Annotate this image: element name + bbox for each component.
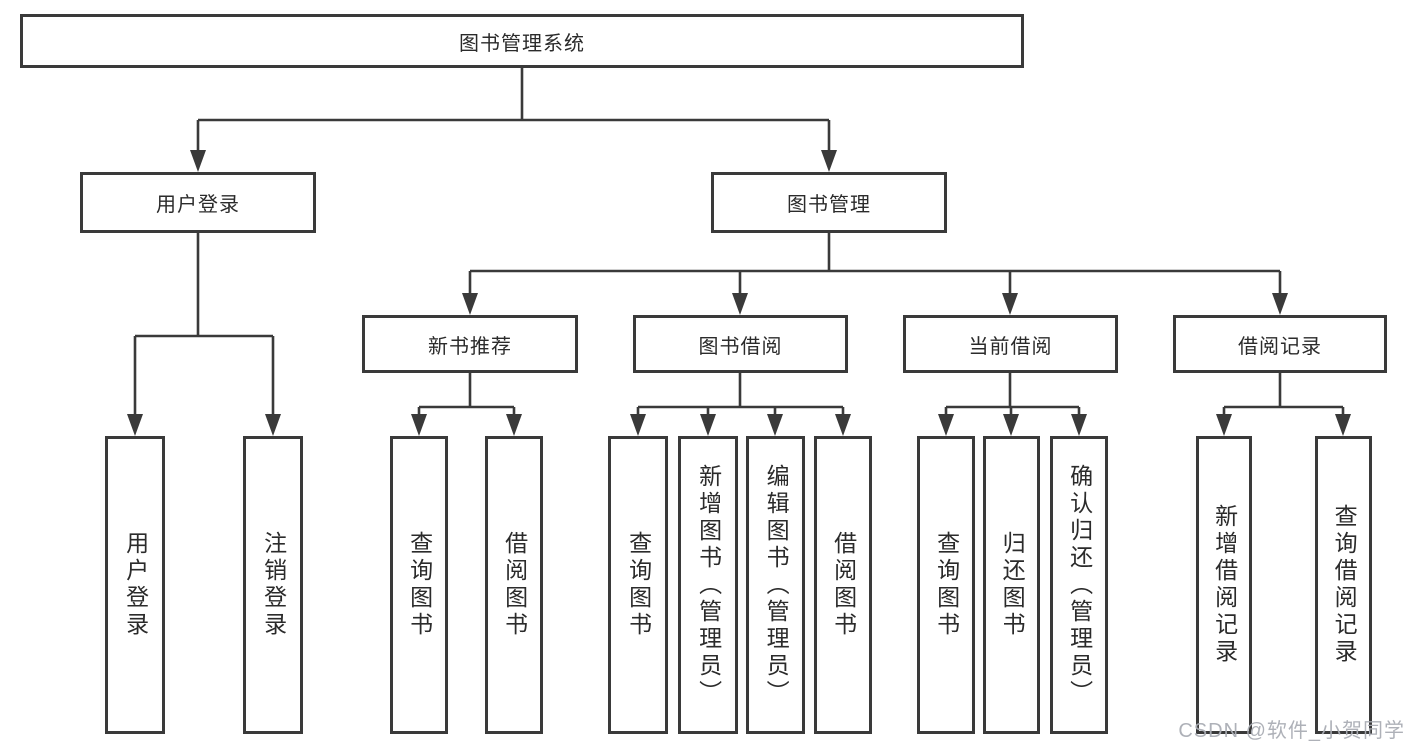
node-label: 借阅记录 — [1238, 335, 1322, 358]
node-leaf-rec-borrow-books: 借阅图书 — [485, 436, 543, 734]
node-label: 确认归还（管理员） — [1066, 463, 1093, 707]
node-borrowing-records: 借阅记录 — [1173, 315, 1387, 373]
node-leaf-cb-return-books: 归还图书 — [983, 436, 1040, 734]
node-leaf-cb-confirm-return: 确认归还（管理员） — [1050, 436, 1108, 734]
node-label: 借阅图书 — [830, 531, 857, 639]
node-leaf-user-login: 用户登录 — [105, 436, 165, 734]
node-label: 新增借阅记录 — [1211, 504, 1238, 666]
node-label: 查询图书 — [625, 531, 652, 639]
node-label: 图书借阅 — [698, 335, 783, 358]
node-current-borrowing: 当前借阅 — [903, 315, 1118, 373]
node-user-login: 用户登录 — [80, 172, 316, 233]
node-label: 用户登录 — [122, 531, 149, 639]
node-leaf-bb-edit-books: 编辑图书（管理员） — [746, 436, 805, 734]
node-new-book-recommend: 新书推荐 — [362, 315, 578, 373]
node-label: 当前借阅 — [968, 335, 1053, 358]
node-leaf-br-add-record: 新增借阅记录 — [1196, 436, 1252, 734]
node-label: 图书管理系统 — [459, 32, 585, 55]
node-label: 查询图书 — [933, 531, 960, 639]
node-leaf-cb-query-books: 查询图书 — [917, 436, 975, 734]
node-label: 新增图书（管理员） — [695, 463, 722, 707]
node-label: 图书管理 — [787, 194, 871, 216]
tree-edges — [133, 68, 1345, 418]
node-book-management: 图书管理 — [711, 172, 947, 233]
node-label: 归还图书 — [999, 531, 1026, 639]
node-label: 查询图书 — [406, 531, 433, 639]
node-leaf-br-query-record: 查询借阅记录 — [1315, 436, 1372, 734]
node-leaf-bb-query-books: 查询图书 — [608, 436, 668, 734]
node-label: 用户登录 — [156, 194, 240, 216]
node-label: 借阅图书 — [501, 531, 528, 639]
node-leaf-bb-borrow-books: 借阅图书 — [814, 436, 872, 734]
arrowheads — [127, 150, 1351, 436]
node-label: 编辑图书（管理员） — [763, 463, 790, 707]
node-book-borrowing: 图书借阅 — [633, 315, 848, 373]
node-leaf-logout: 注销登录 — [243, 436, 303, 734]
csdn-watermark: CSDN @软件_小贺同学 — [1178, 720, 1405, 742]
node-leaf-rec-query-books: 查询图书 — [390, 436, 448, 734]
node-label: 注销登录 — [260, 531, 287, 639]
node-label: 新书推荐 — [428, 335, 512, 358]
node-label: 查询借阅记录 — [1331, 504, 1358, 666]
node-root-system: 图书管理系统 — [20, 14, 1024, 68]
node-leaf-bb-add-books: 新增图书（管理员） — [678, 436, 738, 734]
